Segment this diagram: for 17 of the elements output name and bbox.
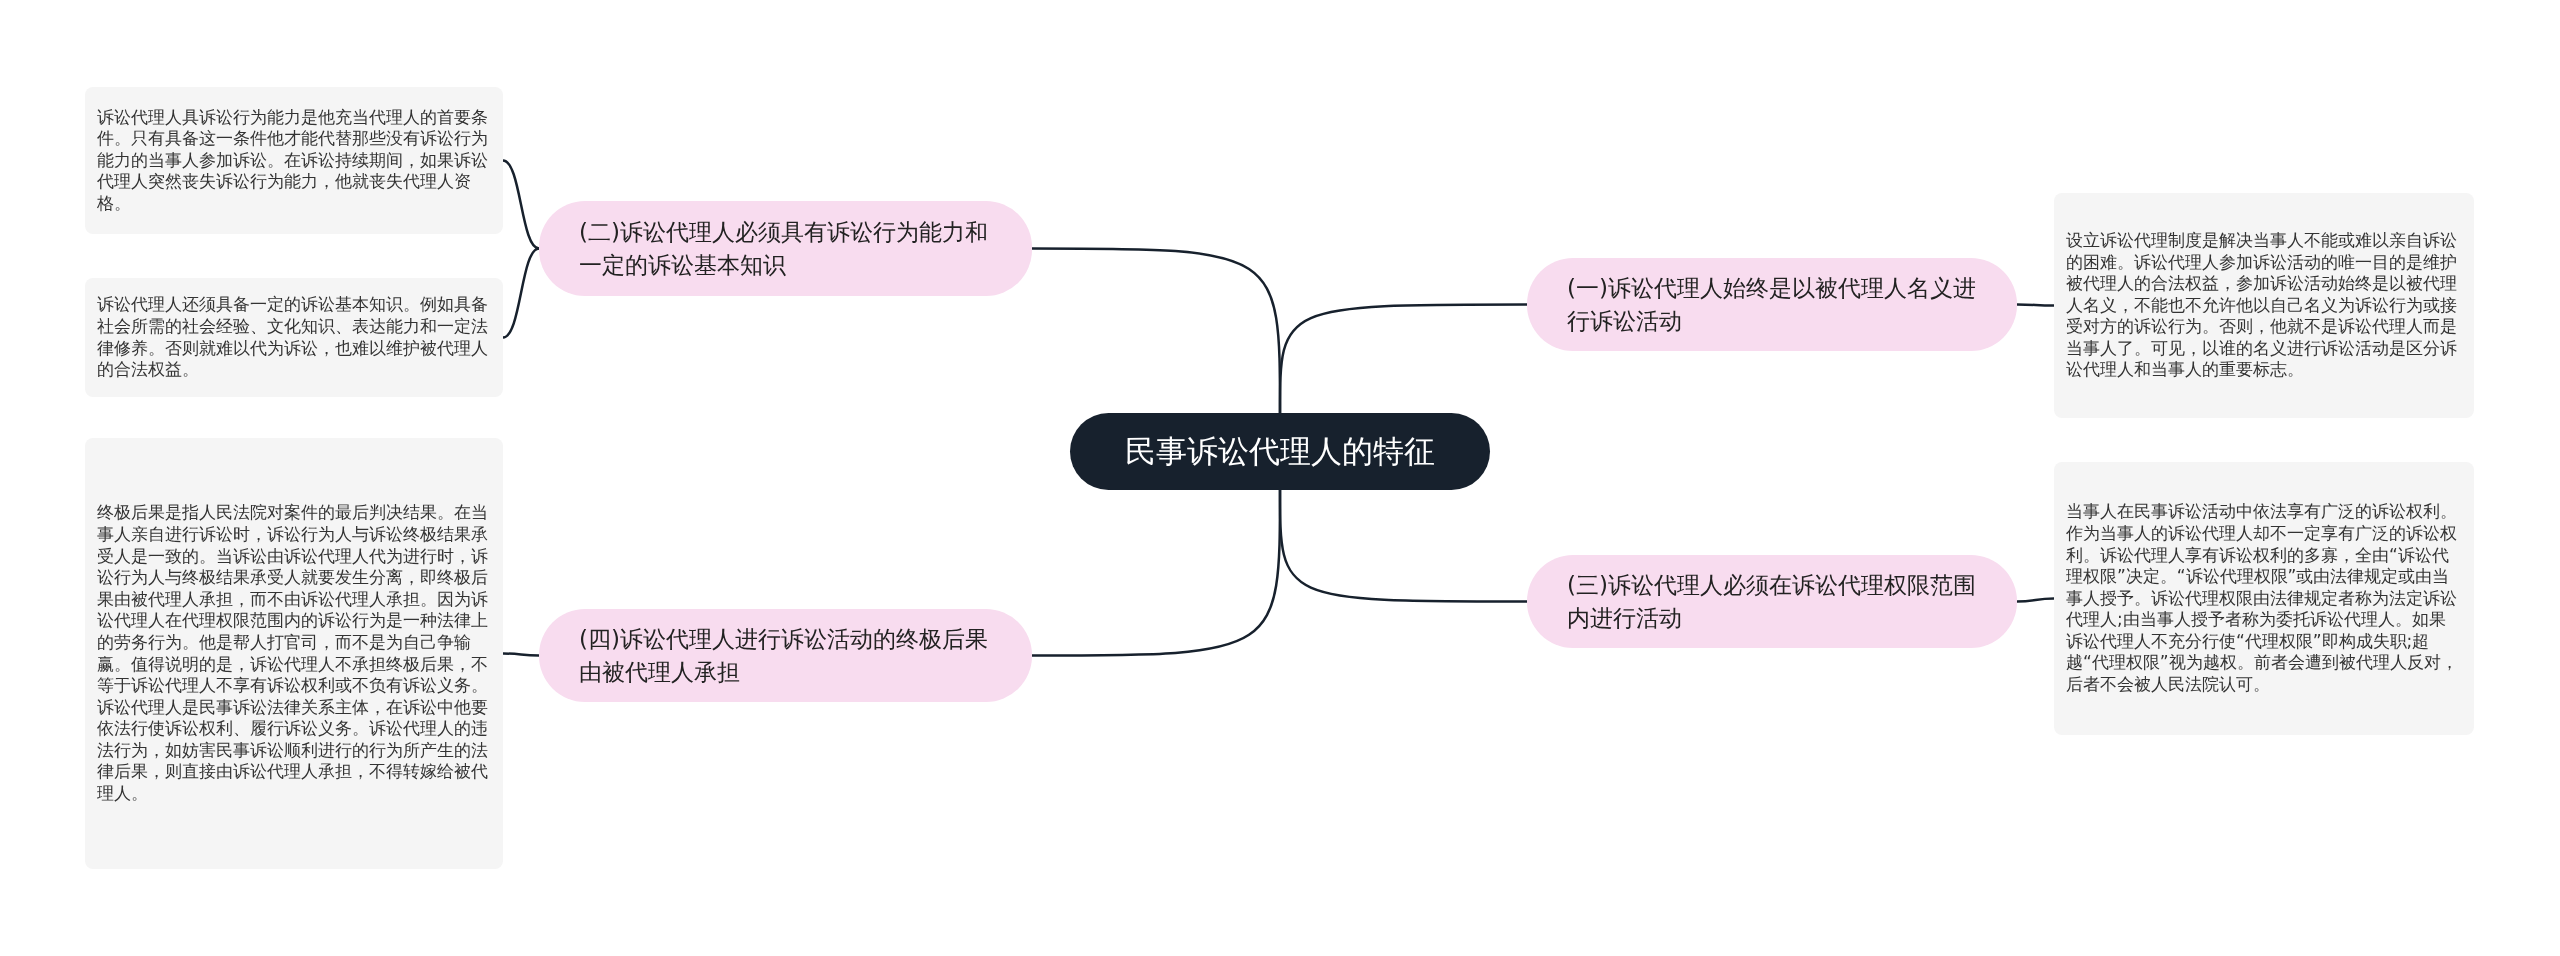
- note-card: 诉讼代理人还须具备一定的诉讼基本知识。例如具备社会所需的社会经验、文化知识、表达能力和一定法律修养。否则就难以代为诉讼，也难以维护被代理人的合法权益。: [85, 278, 503, 397]
- connector-line: [2017, 303, 2054, 307]
- topic-pill: (三)诉讼代理人必须在诉讼代理权限范围内进行活动: [1527, 555, 2017, 648]
- connector-line: [1278, 490, 1527, 603]
- note-card: 当事人在民事诉讼活动中依法享有广泛的诉讼权利。作为当事人的诉讼代理人却不一定享有广泛的诉讼权利。诉讼代理人享有诉讼权利的多寡，全由“诉讼代理权限”决定。“诉讼代理权限”或由法律规定或由当事人授予。诉讼代理权限由法律规定者称为法定诉讼代理人;由当事人授予者称为委托诉讼代理人。如果诉讼代理人不充分行使“代理权限”即构成失职;超越“代理权限”视为越权。前者会遭到被代理人反对，后者不会被人民法院认可。: [2054, 462, 2474, 735]
- note-card: 设立诉讼代理制度是解决当事人不能或难以亲自诉讼的困难。诉讼代理人参加诉讼活动的唯一目的是维护被代理人的合法权益，参加诉讼活动始终是以被代理人名义，不能也不允许他以自己名义为诉讼行为或接受对方的诉讼行为。否则，他就不是诉讼代理人而是当事人了。可见，以谁的名义进行诉讼活动是区分诉讼代理人和当事人的重要标志。: [2054, 193, 2474, 418]
- connector-line: [2017, 597, 2054, 603]
- connector-line: [1278, 303, 1527, 413]
- central-topic: 民事诉讼代理人的特征: [1070, 413, 1490, 490]
- connector-line: [503, 652, 539, 657]
- connector-line: [502, 247, 540, 339]
- topic-pill: (一)诉讼代理人始终是以被代理人名义进行诉讼活动: [1527, 258, 2017, 351]
- note-card: 诉讼代理人具诉讼行为能力是他充当代理人的首要条件。只有具备这一条件他才能代替那些没有诉讼行为能力的当事人参加诉讼。在诉讼持续期间，如果诉讼代理人突然丧失诉讼行为能力，他就丧失代理人资格。: [85, 87, 503, 234]
- topic-pill: (二)诉讼代理人必须具有诉讼行为能力和一定的诉讼基本知识: [539, 201, 1032, 296]
- connector-line: [502, 159, 540, 250]
- note-card: 终极后果是指人民法院对案件的最后判决结果。在当事人亲自进行诉讼时，诉讼行为人与诉讼终极结果承受人是一致的。当诉讼由诉讼代理人代为进行时，诉讼行为人与终极结果承受人就要发生分离，即终极后果由被代理人承担，而不由诉讼代理人承担。因为诉讼代理人在代理权限范围内的诉讼行为是一种法律上的劳务行为。他是帮人打官司，而不是为自己争输赢。值得说明的是，诉讼代理人不承担终极后果，不等于诉讼代理人不享有诉讼权利或不负有诉讼义务。诉讼代理人是民事诉讼法律关系主体，在诉讼中他要依法行使诉讼权利、履行诉讼义务。诉讼代理人的违法行为，如妨害民事诉讼顺利进行的行为所产生的法律后果，则直接由诉讼代理人承担，不得转嫁给被代理人。: [85, 438, 503, 869]
- topic-pill: (四)诉讼代理人进行诉讼活动的终极后果由被代理人承担: [539, 609, 1032, 702]
